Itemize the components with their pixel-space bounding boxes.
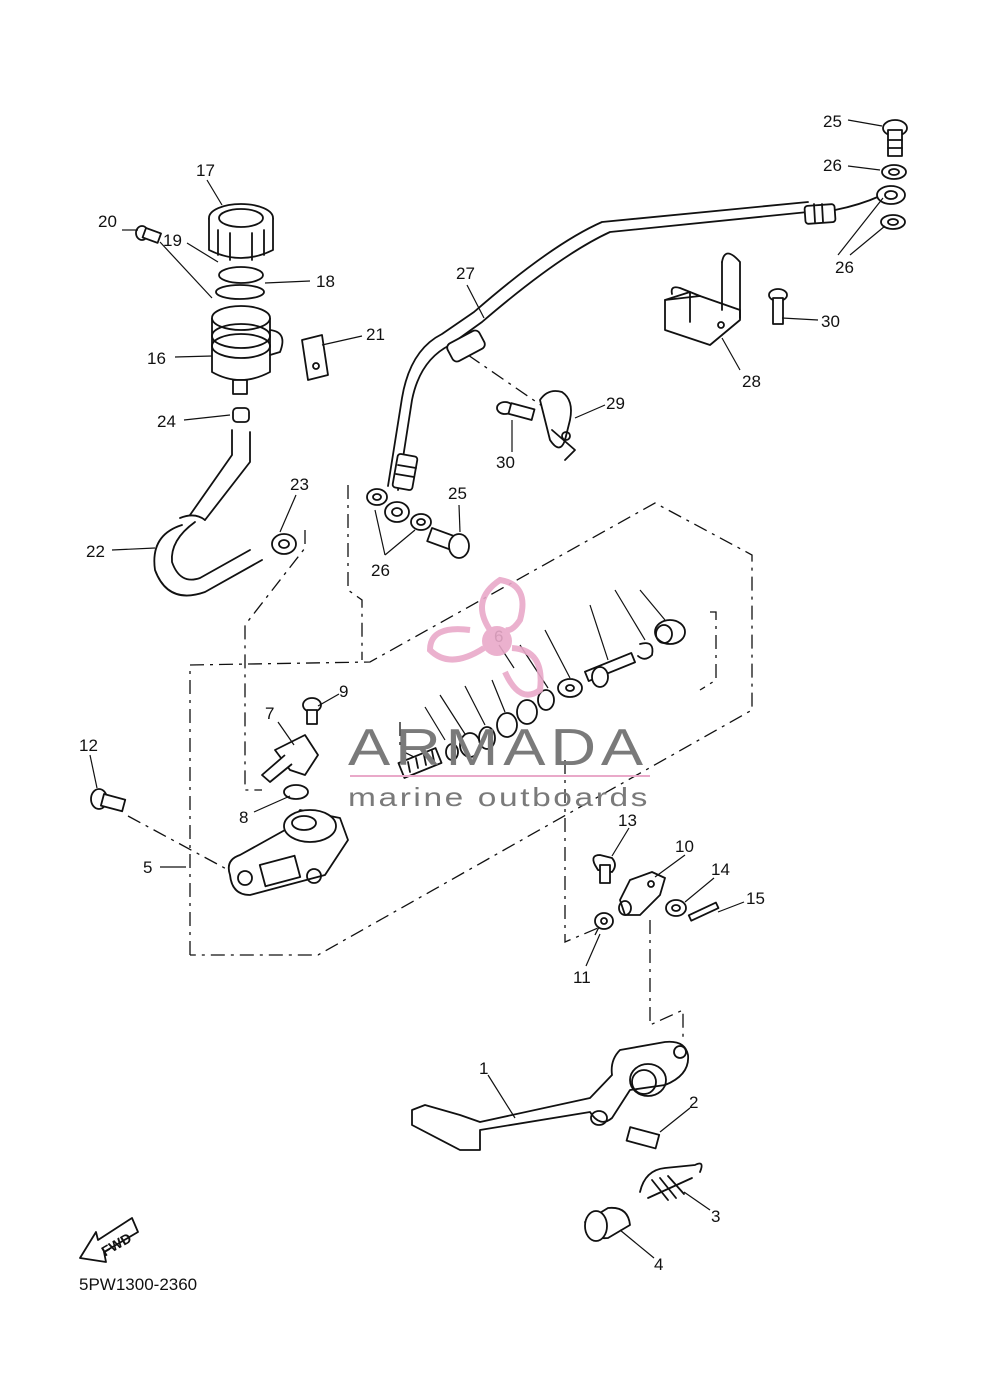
watermark-brand: ARMADA (348, 719, 648, 777)
part-label-20: 20 (98, 212, 117, 231)
part-label-25-upper: 25 (823, 112, 842, 131)
part-label-23: 23 (290, 475, 309, 494)
part-label-4: 4 (654, 1255, 663, 1274)
part-label-16: 16 (147, 349, 166, 368)
part-label-30-right: 30 (821, 312, 840, 331)
brake-pedal (411, 1040, 703, 1242)
part-label-25-lower: 25 (448, 484, 467, 503)
banjo-bolt-lower (366, 488, 470, 559)
part-label-30-left: 30 (496, 453, 515, 472)
part-label-14: 14 (711, 860, 730, 879)
master-cylinder (90, 697, 349, 896)
reservoir (135, 203, 329, 395)
part-label-15: 15 (746, 889, 765, 908)
part-label-3: 3 (711, 1207, 720, 1226)
reservoir-hose (153, 407, 297, 597)
part-label-24: 24 (157, 412, 176, 431)
part-label-17: 17 (196, 161, 215, 180)
part-labels: 1 2 3 4 5 6 7 8 9 10 11 12 13 14 15 16 1… (79, 112, 854, 1274)
hose-guide-bracket (664, 252, 741, 346)
part-label-26-upper: 26 (823, 156, 842, 175)
propeller-logo (426, 576, 544, 698)
part-label-26-lower: 26 (371, 561, 390, 580)
watermark-tagline: marine outboards (348, 782, 650, 812)
bolt-30-left (496, 401, 536, 421)
bolt-30-right (768, 288, 788, 325)
part-label-7: 7 (265, 704, 274, 723)
clevis-assembly (592, 854, 720, 930)
part-label-27: 27 (456, 264, 475, 283)
leader-lines (89, 119, 886, 1259)
part-label-2: 2 (689, 1093, 698, 1112)
part-label-19: 19 (163, 231, 182, 250)
part-label-18: 18 (316, 272, 335, 291)
master-cylinder-kit (397, 589, 686, 779)
part-label-5: 5 (143, 858, 152, 877)
forward-direction-arrow: FWD (79, 1217, 139, 1263)
part-label-28: 28 (742, 372, 761, 391)
part-label-1: 1 (479, 1059, 488, 1078)
hose-clamp (539, 390, 576, 461)
part-label-22: 22 (86, 542, 105, 561)
assembly-outlines (127, 354, 753, 1040)
brake-hose (384, 185, 906, 523)
armada-watermark: ARMADA marine outboards (348, 576, 650, 812)
part-label-26-right: 26 (835, 258, 854, 277)
part-label-9: 9 (339, 682, 348, 701)
banjo-bolt-upper (880, 119, 908, 230)
part-label-10: 10 (675, 837, 694, 856)
part-label-8: 8 (239, 808, 248, 827)
part-label-21: 21 (366, 325, 385, 344)
diagram-code: 5PW1300-2360 (79, 1275, 197, 1294)
part-label-13: 13 (618, 811, 637, 830)
part-label-11: 11 (573, 968, 591, 987)
part-label-29: 29 (606, 394, 625, 413)
part-label-12: 12 (79, 736, 98, 755)
